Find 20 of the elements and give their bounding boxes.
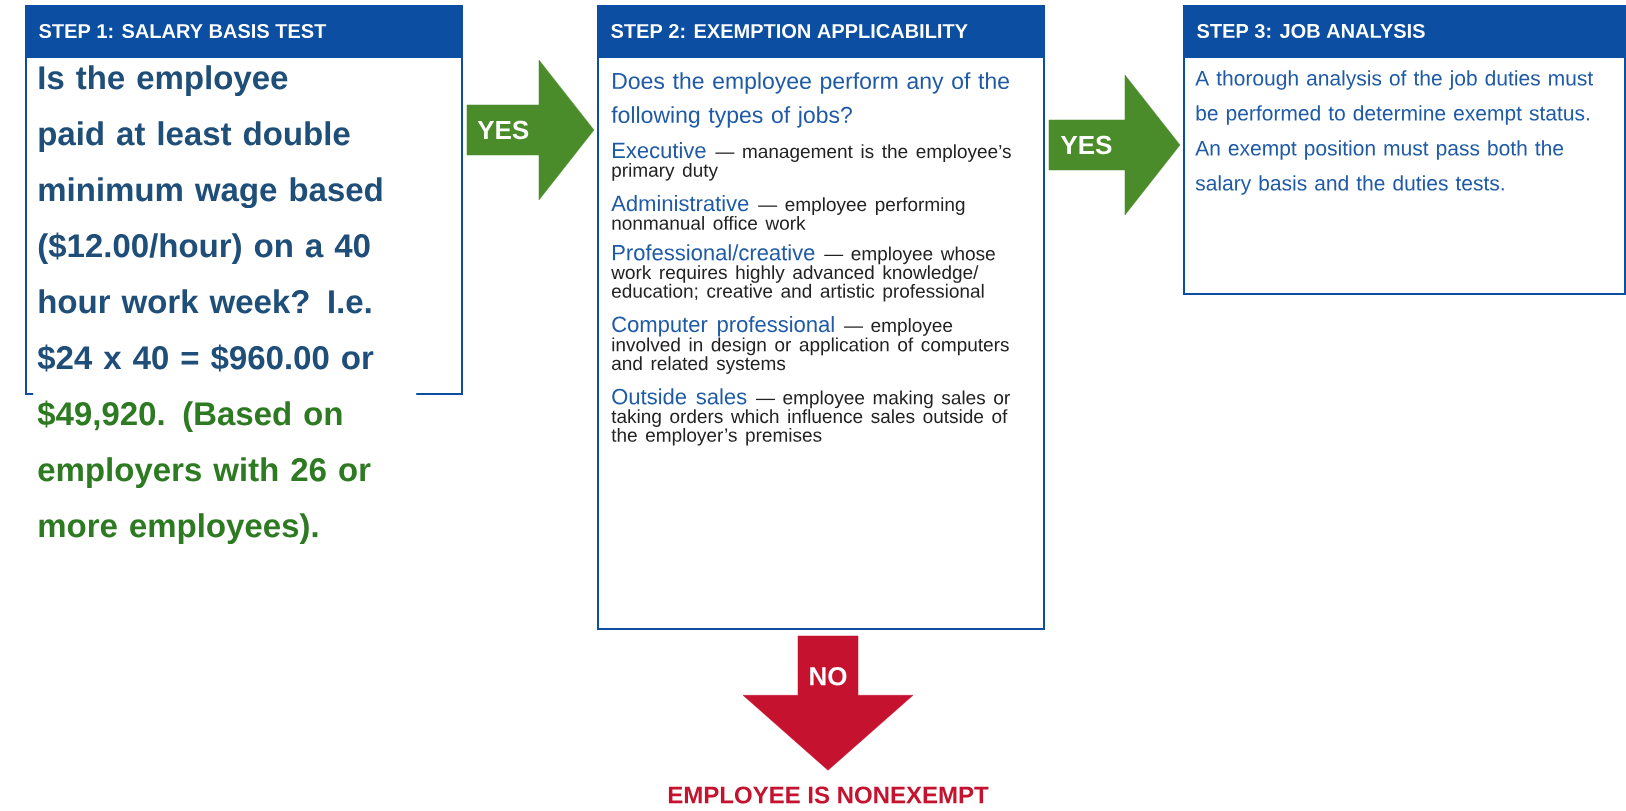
step-box	[597, 5, 1045, 630]
block-arrow	[742, 635, 914, 771]
edge-label: YES	[476, 119, 531, 141]
question-text: Does the employee perform any of the following types of jobs?	[611, 72, 1009, 128]
list-item: Administrative — employee performing nonmanual office work	[611, 195, 965, 230]
header-bar: STEP 2: EXEMPTION APPLICABILITY	[597, 5, 1043, 58]
header-bar: STEP 1: SALARY BASIS TEST	[25, 5, 461, 58]
header-bar: STEP 3: JOB ANALYSIS	[1183, 5, 1624, 58]
question-text: Is the employee paid at least double minimum wage based ($12.00/hour) on a 40 hour work week? I.e. $24 x 40 = $960.00 or $49,920. (Based on employers with 26 or more employees).	[33, 61, 417, 548]
list-item: Computer professional — employee involved in design or application of computers and related systems	[612, 315, 1009, 374]
edge-label: NO	[807, 666, 849, 687]
block-arrow	[466, 59, 595, 201]
list-item: Outside sales — employee making sales or taking orders which influence sales outside of the employer’s premises	[611, 388, 1010, 446]
body-text: A thorough analysis of the job duties must be performed to determine exempt status. An exempt position must pass both the salary basis and the duties tests.	[1195, 70, 1594, 195]
result-text: EMPLOYEE IS NONEXEMPT	[668, 786, 989, 804]
block-arrow	[1048, 74, 1181, 216]
edge-label: YES	[1059, 134, 1114, 156]
step-box	[1183, 5, 1626, 295]
list-item: Professional/creative — employee whose work requires highly advanced knowledge/ education; creative and artistic professional	[611, 244, 995, 302]
list-item: Executive — management is the employee’s primary duty	[612, 142, 1011, 181]
